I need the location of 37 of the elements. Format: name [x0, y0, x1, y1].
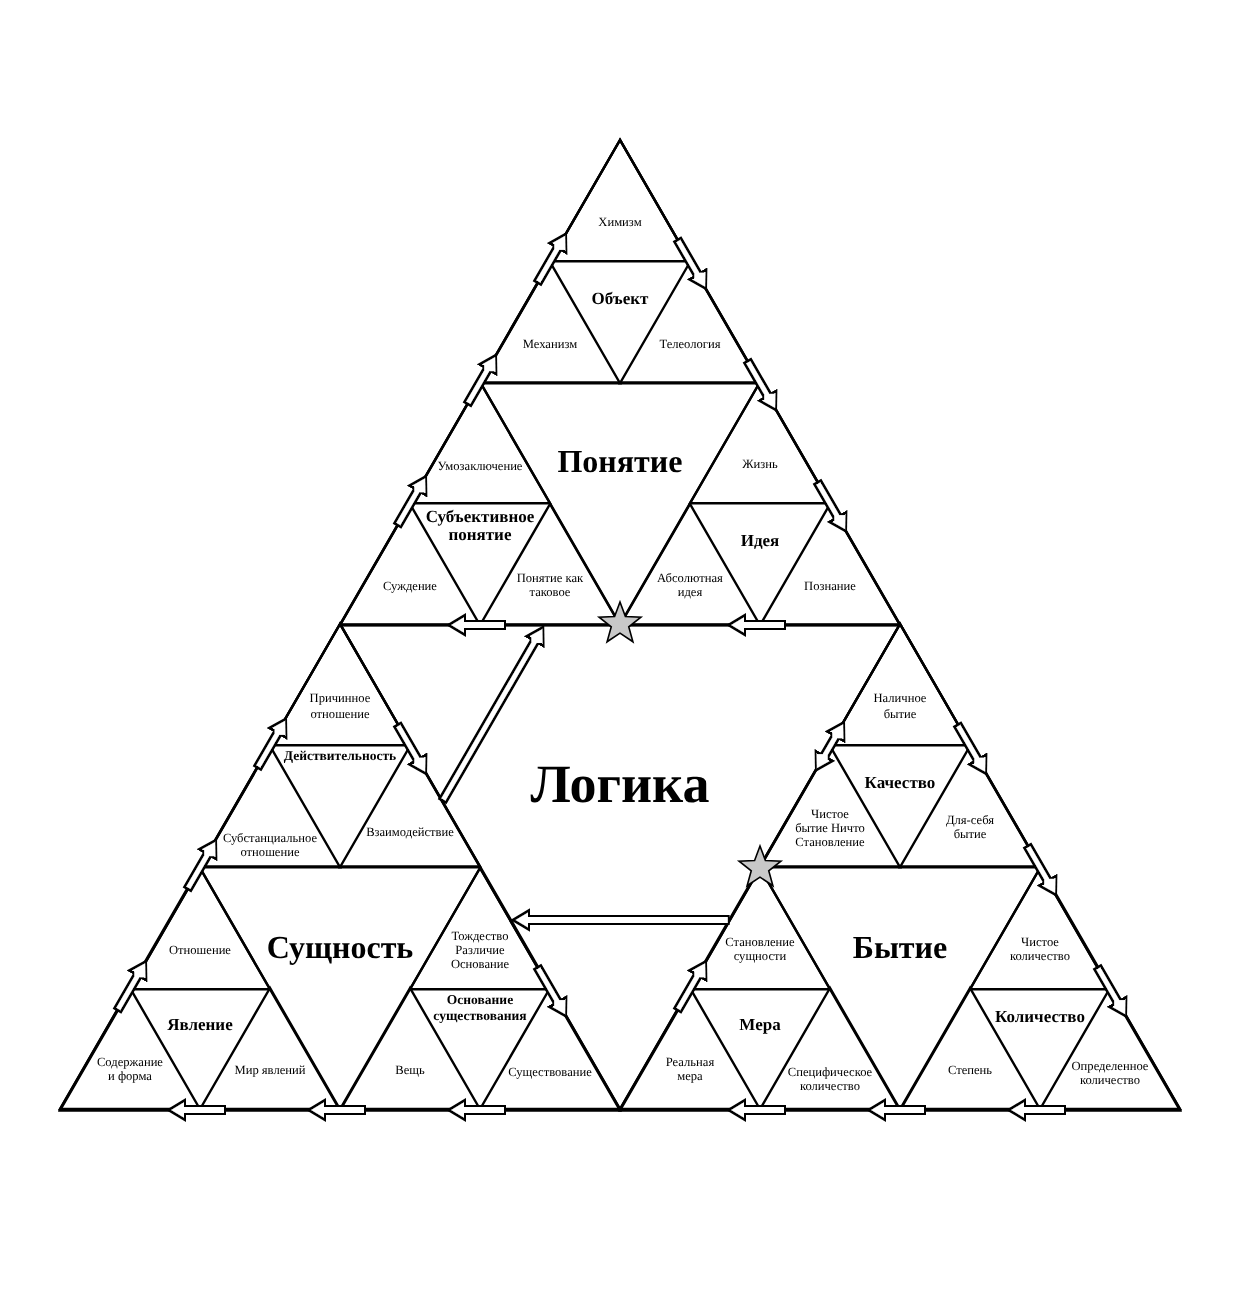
hollow-arrow — [952, 721, 992, 779]
hollow-arrow — [742, 357, 782, 415]
subsection-title: Мера — [739, 1014, 781, 1035]
subsection-title: Объект — [591, 287, 649, 308]
hollow-arrow — [1022, 842, 1062, 900]
subsection-title: Количество — [995, 1006, 1085, 1027]
subsection-title: Субъективное понятие — [425, 505, 535, 545]
hollow-arrow — [726, 1097, 786, 1122]
hollow-arrow — [446, 1097, 506, 1122]
hollow-arrow — [532, 963, 572, 1021]
subsection-title: Качество — [864, 772, 936, 793]
hollow-arrow — [112, 956, 152, 1014]
hollow-arrow — [306, 1097, 366, 1122]
section-title: Сущность — [266, 931, 414, 966]
hollow-arrow — [866, 1097, 926, 1122]
subsection-title: Идея — [740, 529, 780, 550]
hollow-arrow — [437, 622, 549, 805]
hollow-arrow — [532, 229, 572, 287]
section-title: Понятие — [557, 446, 683, 481]
hollow-arrow — [812, 478, 852, 536]
hollow-arrow — [1092, 963, 1132, 1021]
hollow-arrow — [166, 1097, 226, 1122]
hollow-arrow — [726, 612, 786, 637]
hollow-arrow — [392, 721, 432, 779]
hollow-arrow — [810, 717, 850, 775]
hollow-arrow — [1006, 1097, 1066, 1122]
hollow-arrow — [510, 908, 730, 932]
hollow-arrow — [462, 350, 502, 408]
hollow-arrow — [446, 612, 506, 637]
hollow-arrow — [672, 236, 712, 294]
hollow-arrow — [252, 714, 292, 772]
section-title: Бытие — [852, 931, 948, 966]
hollow-arrow — [672, 956, 712, 1014]
hollow-arrow — [182, 835, 222, 893]
hollow-arrow — [392, 471, 432, 529]
subsection-title: Явление — [167, 1014, 233, 1035]
center-title: Логика — [530, 755, 710, 815]
